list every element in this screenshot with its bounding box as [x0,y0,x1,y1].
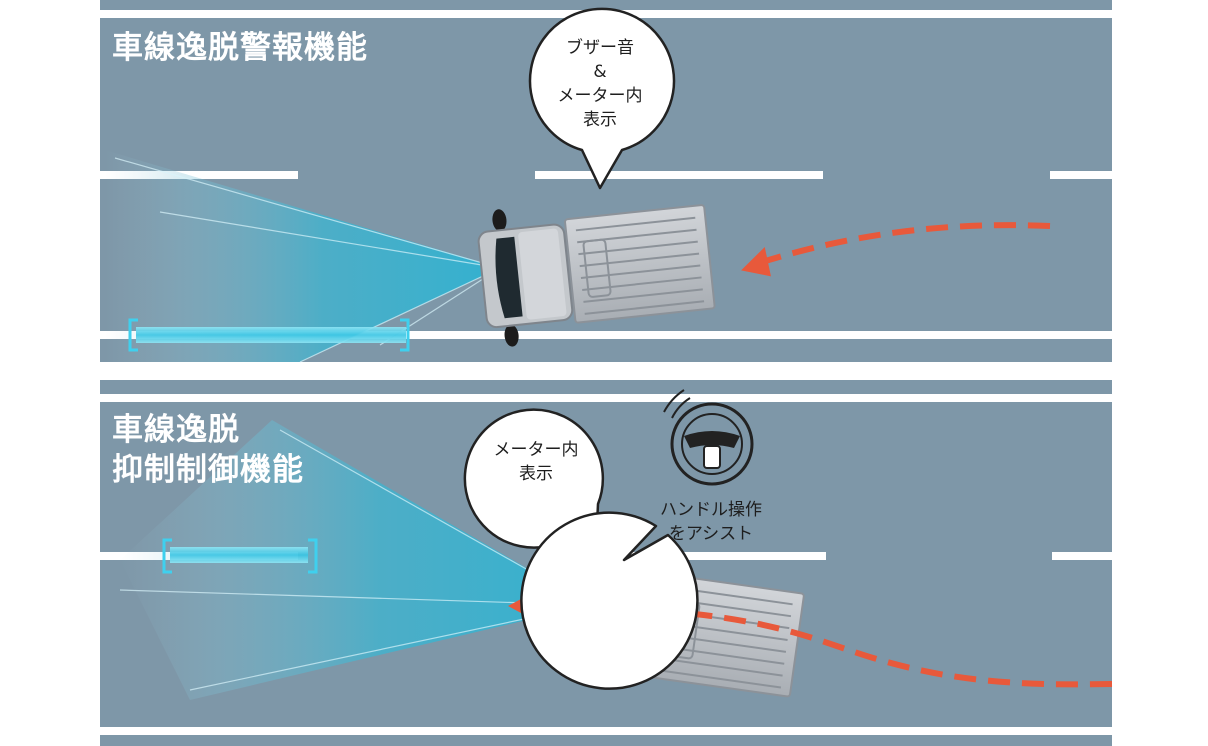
bubble-line: メーター内 [557,86,643,106]
lane-dash [1052,552,1112,560]
bubble-line: をアシスト [668,524,754,544]
detected-lane-highlight [162,538,318,574]
detected-lane-highlight [128,318,410,352]
bubble-line: 表示 [583,110,617,130]
vehicle-path-arrow [761,222,1051,265]
speech-bubble [520,511,699,690]
truck-icon [477,204,716,347]
panel-title-line: 抑制制御機能 [112,452,304,488]
road-edge-line-bottom [100,331,1112,339]
panel-title-line: 車線逸脱警報機能 [112,30,368,66]
bubble-line: 表示 [519,464,553,484]
lane-dash [535,171,823,179]
steering-wheel-icon [663,389,754,486]
camera-sensor-beam-edge [114,157,501,363]
bubble-label: ハンドル操作 をアシスト [636,498,786,546]
bubble-label: ブザー音 & メーター内 表示 [530,36,670,132]
arrow-head [741,246,771,277]
speech-bubble [463,408,605,549]
vehicle-path-arrow [559,603,1113,688]
road-edge-line-top [100,394,1112,402]
bubble-label: メーター内 表示 [466,438,606,486]
speech-bubble [528,7,676,190]
bubble-line: メーター内 [493,440,579,460]
lane-dash [100,171,298,179]
camera-sensor-beam [105,150,500,362]
panel-lane-keeping-assist [100,380,1113,746]
bubble-line: ハンドル操作 [660,500,762,520]
bubble-line: & [593,62,607,82]
panel-lane-departure-warning [100,0,1112,363]
bubble-line: ブザー音 [566,38,634,58]
road-edge-line-bottom [100,727,1112,735]
lane-dash [1050,171,1112,179]
panel-title-line: 車線逸脱 [112,412,240,448]
panel-title: 車線逸脱警報機能 [112,28,368,68]
panel-title: 車線逸脱 抑制制御機能 [112,410,304,490]
